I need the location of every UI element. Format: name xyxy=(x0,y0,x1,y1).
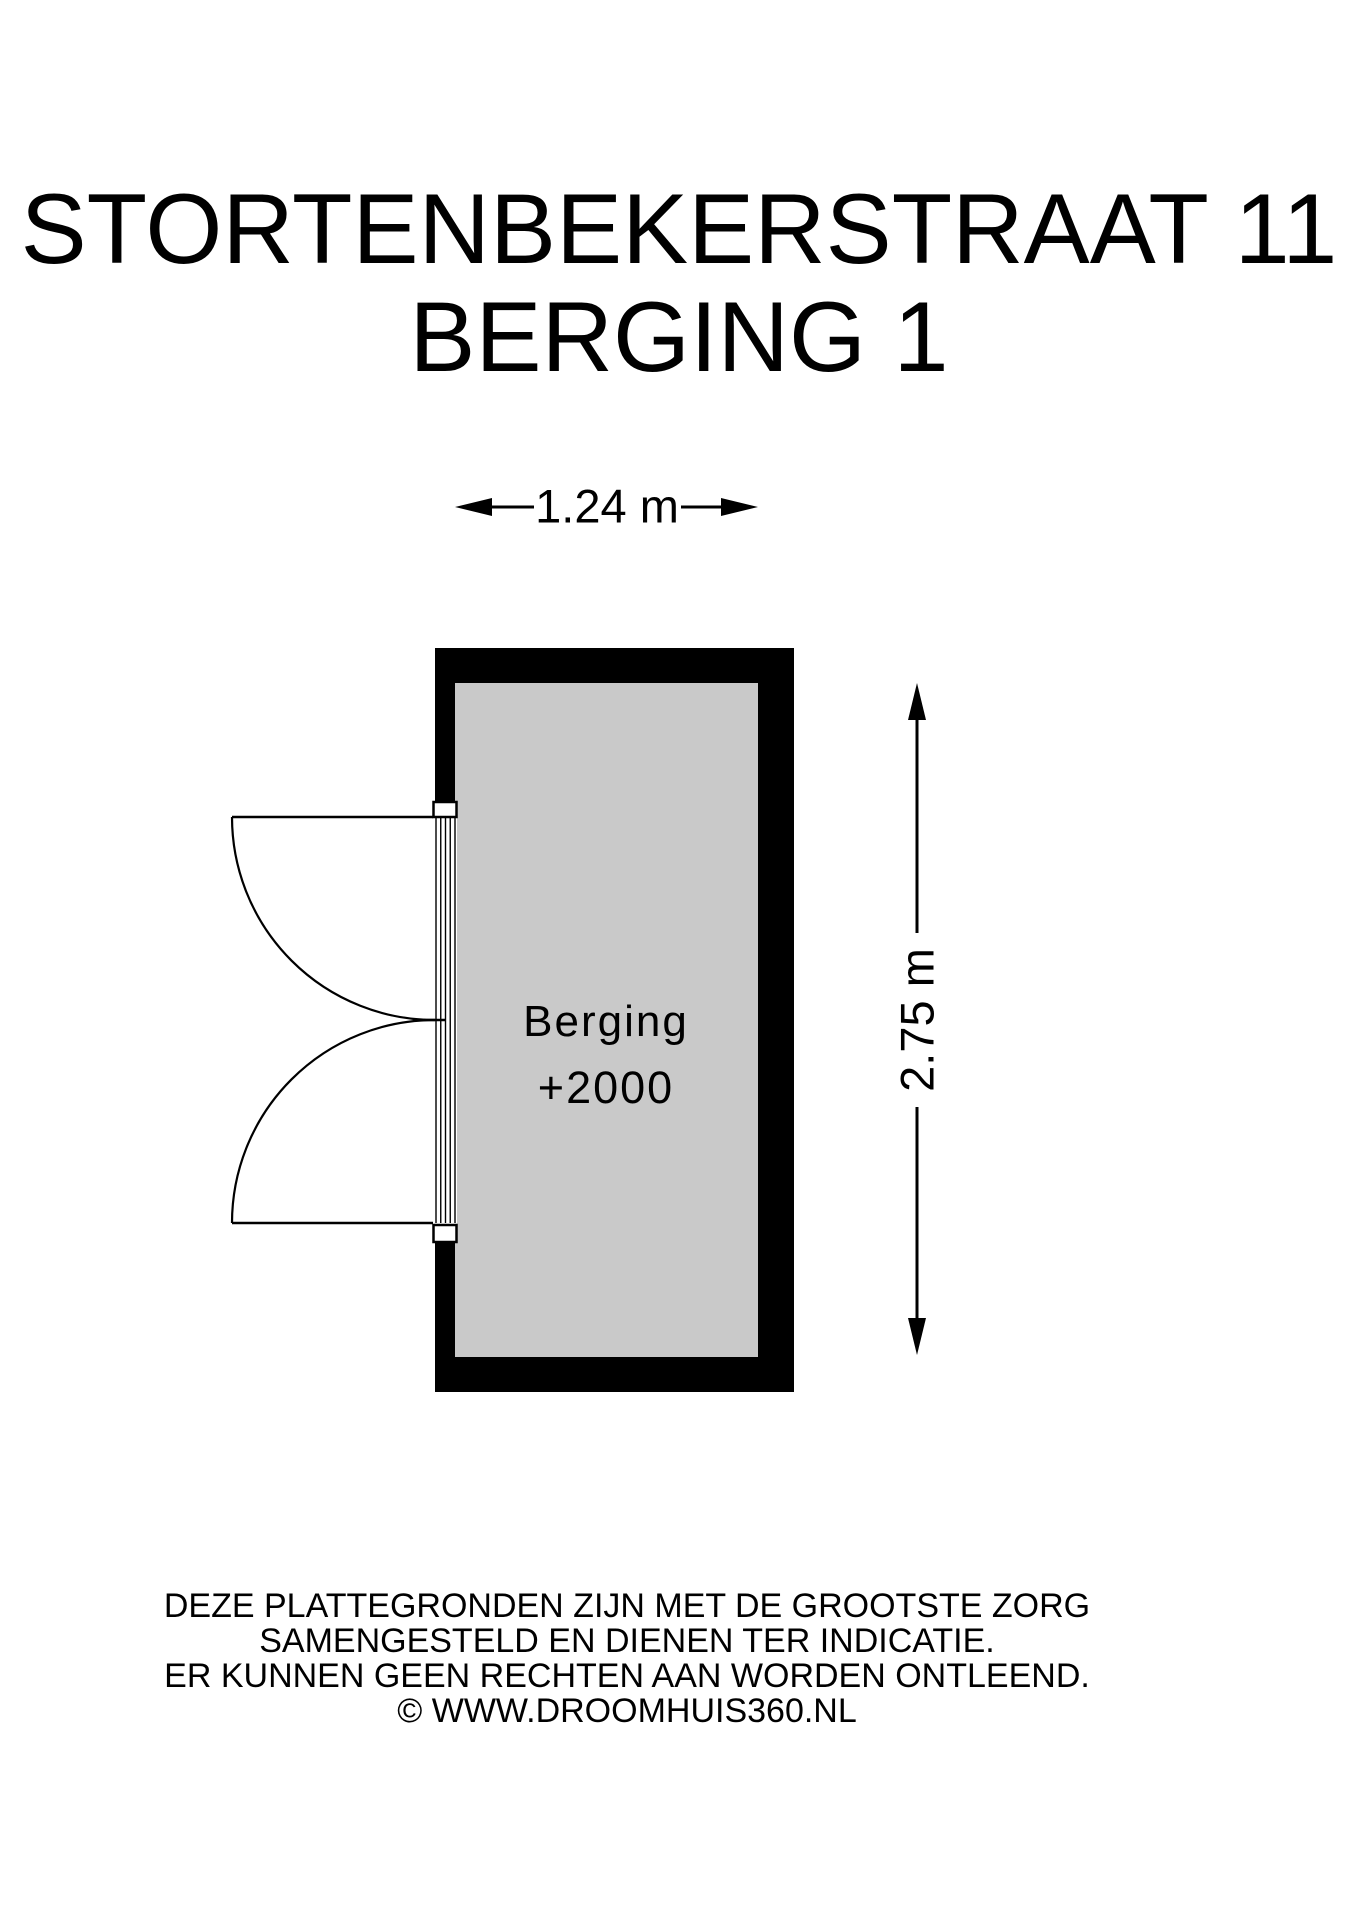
arrow-down-icon xyxy=(908,1318,926,1355)
door-leaves xyxy=(232,815,433,1225)
disclaimer: DEZE PLATTEGRONDEN ZIJN MET DE GROOTSTE … xyxy=(0,1589,1254,1729)
room-level-label: +2000 xyxy=(537,1062,675,1113)
height-dimension xyxy=(908,683,926,1355)
title-line-2: BERGING 1 xyxy=(409,281,949,392)
door-swing-arcs xyxy=(230,816,446,1224)
door-swing-arc-bottom xyxy=(230,1018,436,1224)
disclaimer-line-4: © WWW.DROOMHUIS360.NL xyxy=(397,1692,857,1730)
disclaimer-line-2: SAMENGESTELD EN DIENEN TER INDICATIE. xyxy=(259,1622,995,1660)
door-post-top xyxy=(432,800,458,819)
page-title: STORTENBEKERSTRAAT 11 BERGING 1 xyxy=(0,175,1358,391)
disclaimer-line-3: ER KUNNEN GEEN RECHTEN AAN WORDEN ONTLEE… xyxy=(164,1657,1090,1695)
door-post-bottom xyxy=(432,1223,458,1244)
room-floor xyxy=(455,683,758,1357)
width-dimension xyxy=(455,498,758,516)
disclaimer-line-1: DEZE PLATTEGRONDEN ZIJN MET DE GROOTSTE … xyxy=(163,1587,1091,1625)
arrow-left-icon xyxy=(455,498,492,516)
arrow-up-icon xyxy=(908,683,926,720)
room-name-label: Berging xyxy=(523,997,689,1046)
width-dimension-label: 1.24 m xyxy=(535,479,679,533)
title-line-1: STORTENBEKERSTRAAT 11 xyxy=(20,173,1338,284)
arrow-right-icon xyxy=(721,498,758,516)
door-swing-arc-top xyxy=(230,816,436,1022)
height-dimension-label: 2.75 m xyxy=(890,948,944,1092)
